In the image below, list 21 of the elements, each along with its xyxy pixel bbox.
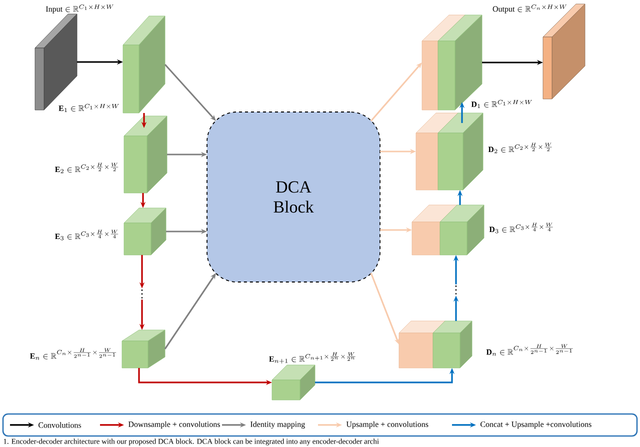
- tensor-label: $\mathbf{D}_3 \in \mathbb{R}^{C_3\times\frac{H}{4}\times\frac{W}{4}}$: [489, 222, 553, 234]
- tensor-label: $\mathbf{E}_1 \in \mathbb{R}^{C_1\times H\times W}$: [58, 104, 119, 112]
- ellipsis: ⋮: [141, 290, 143, 298]
- ellipsis: ⋮: [455, 286, 457, 294]
- tensor-label: $\mathbf{E}_3 \in \mathbb{R}^{C_3\times\frac{H}{4}\times\frac{W}{4}}$: [55, 230, 118, 240]
- arrow: [164, 64, 216, 121]
- tensor-label: $\mathbf{D}_1 \in \mathbb{R}^{C_1\times H\times W}$: [471, 100, 532, 108]
- dca-block: DCA Block: [206, 112, 380, 282]
- tensor-label: $\mathbf{E}_n \in \mathbb{R}^{C_n\times\frac{H}{2^{n-1}}\times\frac{W}{2^{n-1}}}$: [30, 348, 116, 360]
- tensor-label: $\text{Output} \in \mathbb{R}^{C_n\times H\times W}$: [492, 4, 567, 14]
- arrow: [370, 62, 422, 122]
- legend-text: Identity mapping: [250, 421, 305, 429]
- tensor-label: $\mathbf{E}_2 \in \mathbb{R}^{C_2\times\frac{H}{2}\times\frac{W}{2}}$: [55, 162, 118, 174]
- tensor-label: $\mathbf{D}_n \in \mathbb{R}^{C_n\times\frac{H}{2^{n-1}}\times\frac{W}{2^{n-1}}}$: [486, 344, 573, 356]
- legend-text: Convolutions: [38, 422, 82, 428]
- tensor-label: $\mathbf{E}_{n+1} \in \mathbb{R}^{C_{n+1}\times\frac{H}{2^n}\times\frac{W}{2^n}}$: [269, 352, 356, 364]
- legend-text: Upsample + convolutions: [346, 421, 428, 429]
- legend-text: Downsample + convolutions: [128, 421, 220, 429]
- tensor-label: $\text{Input} \in \mathbb{R}^{C_1\times H\times W}$: [46, 4, 114, 14]
- legend-text: Concat + Upsample +convolutions: [480, 421, 592, 429]
- tensor-label: $\mathbf{D}_2 \in \mathbb{R}^{C_2\times\frac{H}{2}\times\frac{W}{2}}$: [488, 142, 552, 154]
